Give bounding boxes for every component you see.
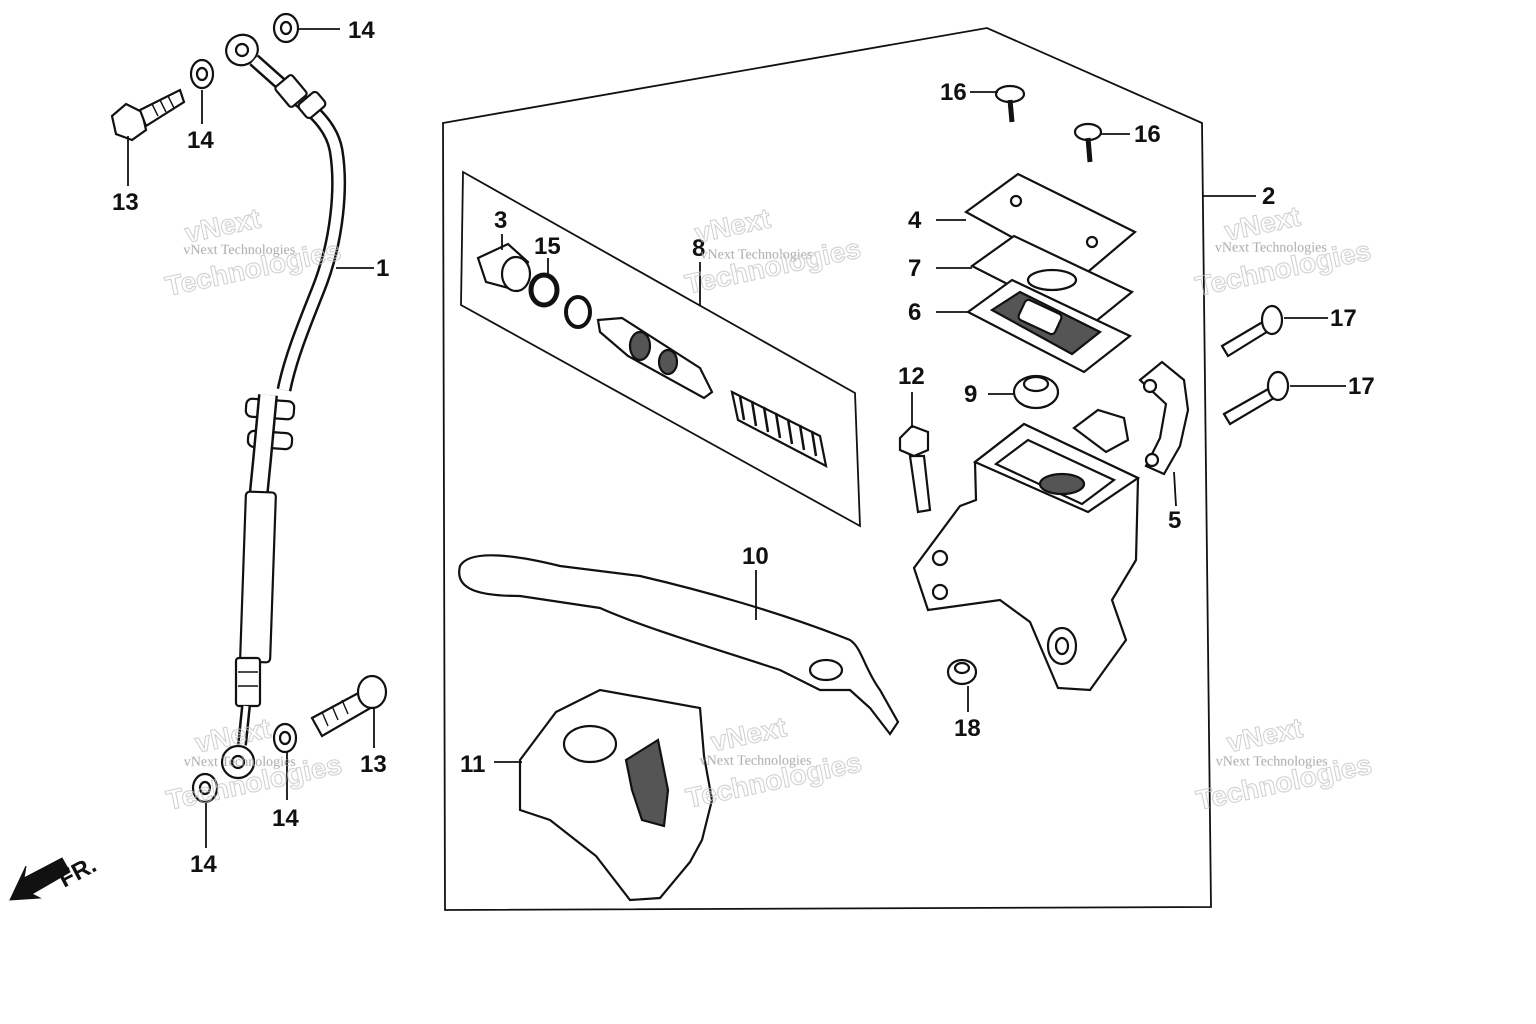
watermark-text: vNext Technologies: [1216, 754, 1328, 769]
piston-kit-outline: [460, 170, 861, 528]
diaphragm: [965, 278, 1133, 374]
label-14-upper: 14: [187, 127, 214, 154]
banjo-bolt-lower: [310, 674, 388, 738]
label-14-lower: 14: [272, 805, 299, 832]
label-13-lower: 13: [360, 751, 387, 778]
label-3: 3: [494, 207, 507, 234]
sealing-washers: [189, 12, 300, 804]
watermark-text: vNext Technologies: [183, 243, 295, 258]
label-16-left: 16: [940, 79, 967, 106]
watermark-text: vNext Technologies: [700, 754, 812, 769]
label-10: 10: [742, 543, 769, 570]
label-6: 6: [908, 299, 921, 326]
brake-lever: [458, 554, 900, 736]
label-15: 15: [534, 233, 561, 260]
label-1: 1: [376, 255, 389, 282]
front-direction-arrow: FR.: [9, 851, 101, 901]
watermark-vnext: vNext: [182, 203, 263, 249]
label-18: 18: [954, 715, 981, 742]
leader-lines: [127, 28, 1346, 848]
assembly-outline: [442, 27, 1212, 911]
label-11: 11: [460, 751, 485, 778]
label-12: 12: [898, 363, 925, 390]
banjo-bolt-upper: [110, 88, 186, 142]
pivot-nut: [946, 658, 978, 686]
label-14-bottom: 14: [190, 851, 217, 878]
label-4: 4: [908, 207, 922, 234]
watermark-text: vNext Technologies: [1215, 241, 1327, 256]
watermark-vnext: vNext: [708, 711, 789, 757]
label-14-top: 14: [348, 17, 375, 44]
cap-plate: [969, 234, 1135, 328]
label-16-right: 16: [1134, 121, 1161, 148]
reservoir-seal: [1012, 374, 1060, 410]
front-marker-text: FR.: [54, 851, 101, 893]
piston-kit-parts: [476, 242, 828, 469]
label-2: 2: [1262, 183, 1275, 210]
master-cylinder-body: [912, 408, 1141, 692]
label-5: 5: [1168, 507, 1181, 534]
label-7: 7: [908, 255, 921, 282]
label-9: 9: [964, 381, 977, 408]
watermark-vnext: vNext: [1224, 712, 1305, 758]
label-8: 8: [692, 235, 705, 262]
lever-cover: [518, 688, 714, 902]
handlebar-holder: [1138, 360, 1190, 476]
brake-hose: [220, 33, 347, 780]
label-17-upper: 17: [1330, 305, 1357, 332]
watermark-text: vNext Technologies: [184, 755, 296, 770]
label-17-lower: 17: [1348, 373, 1375, 400]
cap-screws: [994, 84, 1103, 163]
lever-pivot-bolt: [898, 424, 932, 514]
holder-bolts: [1220, 304, 1290, 426]
watermark-text: vNext Technologies: [700, 248, 812, 263]
watermark-vnext: vNext: [692, 203, 773, 249]
part-labels: 14 14 13 1 13 14 14 3 15 8 4 7 6 9 12 16…: [112, 17, 1375, 878]
label-13-upper: 13: [112, 189, 139, 216]
